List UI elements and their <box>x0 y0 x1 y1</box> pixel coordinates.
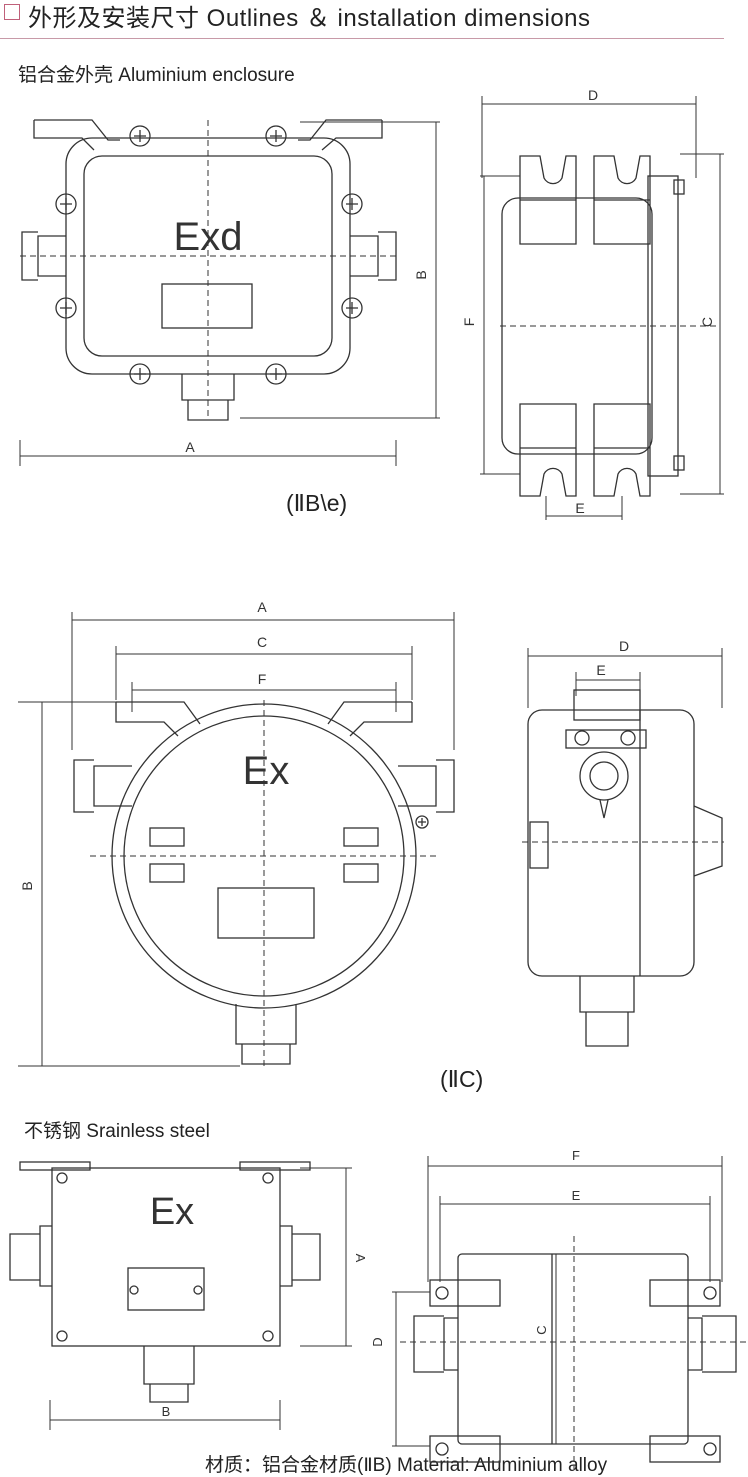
drawing2-front-view <box>18 612 455 1070</box>
title-checkbox-icon <box>4 4 20 20</box>
drawing1-dim-c: C <box>699 317 715 327</box>
drawing1-dim-e: E <box>575 500 584 516</box>
section-label-aluminium: 铝合金外壳 Aluminium enclosure <box>18 65 295 86</box>
drawing1-dim-b: B <box>413 270 429 279</box>
drawing2-dim-e: E <box>596 662 605 678</box>
drawing3-dim-a: A <box>353 1254 368 1263</box>
drawing2-dim-f: F <box>258 671 267 687</box>
drawing2-mark: Ex <box>243 749 290 793</box>
drawing3-dim-e: E <box>572 1188 581 1203</box>
drawing3-side-view <box>392 1156 746 1470</box>
drawing2-dim-c: C <box>257 634 267 650</box>
caption-iic: (ⅡC) <box>440 1066 484 1092</box>
drawing3-dim-c: C <box>534 1325 549 1334</box>
drawing3-mark: Ex <box>150 1191 194 1233</box>
footer-material: 材质：铝合金材质(ⅡB) Material: Aluminium alloy <box>205 1455 608 1476</box>
drawing1-side-view <box>480 96 724 520</box>
drawing1-dim-f: F <box>461 318 477 327</box>
drawing3-front-view <box>9 1161 352 1430</box>
drawing1-dim-a: A <box>185 439 195 455</box>
drawing1-front-view <box>19 119 440 466</box>
drawing2-dim-d: D <box>619 638 629 654</box>
drawing3-dim-b: B <box>162 1404 171 1419</box>
caption-iib-e: (ⅡB\e) <box>286 490 348 516</box>
page-title: 外形及安装尺寸 Outlines ＆ installation dimensio… <box>28 5 591 32</box>
drawing1-mark: Exd <box>174 215 243 259</box>
drawing3-dim-d: D <box>370 1337 385 1346</box>
drawing1-dim-d: D <box>588 87 598 103</box>
section-label-stainless: 不锈钢 Srainless steel <box>24 1121 210 1142</box>
drawing2-dim-b: B <box>19 881 35 890</box>
drawing2-side-view <box>522 648 724 1047</box>
drawing3-dim-f: F <box>572 1148 580 1163</box>
drawing1-screws <box>55 125 363 385</box>
title-divider <box>0 38 724 39</box>
drawing2-dim-a: A <box>257 599 267 615</box>
